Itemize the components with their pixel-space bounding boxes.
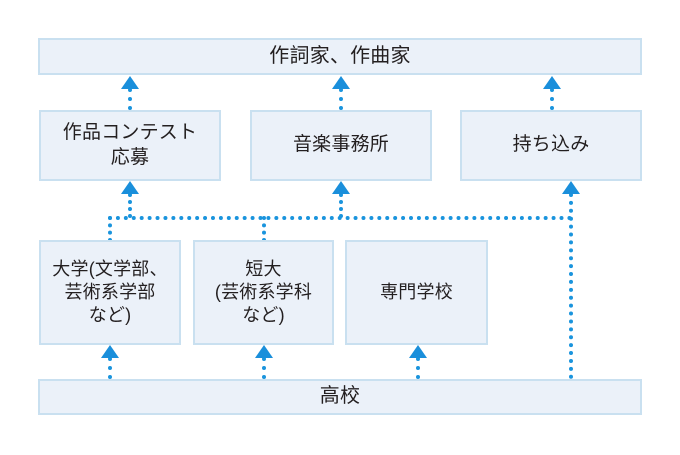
- arrowhead-highschool-to-direct: [562, 181, 580, 194]
- connector-highschool-to-university: [108, 357, 112, 379]
- node-route-music-agency-label: 音楽事務所: [292, 134, 389, 156]
- arrowhead-highschool-to-junior-college: [255, 345, 273, 358]
- arrowhead-contest-to-goal: [121, 76, 139, 89]
- arrowhead-direct-to-goal: [543, 76, 561, 89]
- node-route-direct-pitch[interactable]: 持ち込み: [460, 110, 642, 181]
- node-school-vocational[interactable]: 専門学校: [345, 240, 488, 345]
- connector-highschool-to-direct: [569, 193, 573, 379]
- node-route-contest-label: 作品コンテスト 応募: [62, 122, 198, 168]
- connector-highschool-to-vocational: [416, 357, 420, 379]
- node-route-music-agency[interactable]: 音楽事務所: [250, 110, 432, 181]
- arrowhead-agency-to-goal: [332, 76, 350, 89]
- node-route-contest[interactable]: 作品コンテスト 応募: [39, 110, 221, 181]
- connector-direct-to-goal: [550, 88, 554, 110]
- connector-agency-to-goal: [339, 88, 343, 110]
- node-school-university-label: 大学(文学部、 芸術系学部 など): [52, 258, 168, 326]
- connector-contest-to-goal: [128, 88, 132, 110]
- connector-bus-to-agency: [339, 193, 343, 218]
- node-school-junior-college[interactable]: 短大 (芸術系学科 など): [193, 240, 334, 345]
- connector-highschool-to-junior-college: [262, 357, 266, 379]
- arrowhead-bus-to-contest: [121, 181, 139, 194]
- arrowhead-highschool-to-vocational: [409, 345, 427, 358]
- node-goal-songwriter-label: 作詞家、作曲家: [269, 44, 411, 67]
- node-school-vocational-label: 専門学校: [380, 281, 453, 302]
- arrowhead-bus-to-agency: [332, 181, 350, 194]
- node-high-school[interactable]: 高校: [38, 379, 642, 415]
- node-goal-songwriter[interactable]: 作詞家、作曲家: [38, 38, 642, 75]
- arrowhead-highschool-to-university: [101, 345, 119, 358]
- node-high-school-label: 高校: [319, 385, 361, 408]
- node-school-university[interactable]: 大学(文学部、 芸術系学部 など): [39, 240, 181, 345]
- connector-bus-drop-junior-college: [262, 216, 266, 242]
- node-route-direct-pitch-label: 持ち込み: [512, 134, 590, 156]
- node-school-junior-college-label: 短大 (芸術系学科 など): [214, 258, 313, 326]
- connector-bus-horizontal: [108, 216, 572, 220]
- connector-bus-drop-university: [108, 216, 112, 242]
- connector-bus-to-contest: [128, 193, 132, 218]
